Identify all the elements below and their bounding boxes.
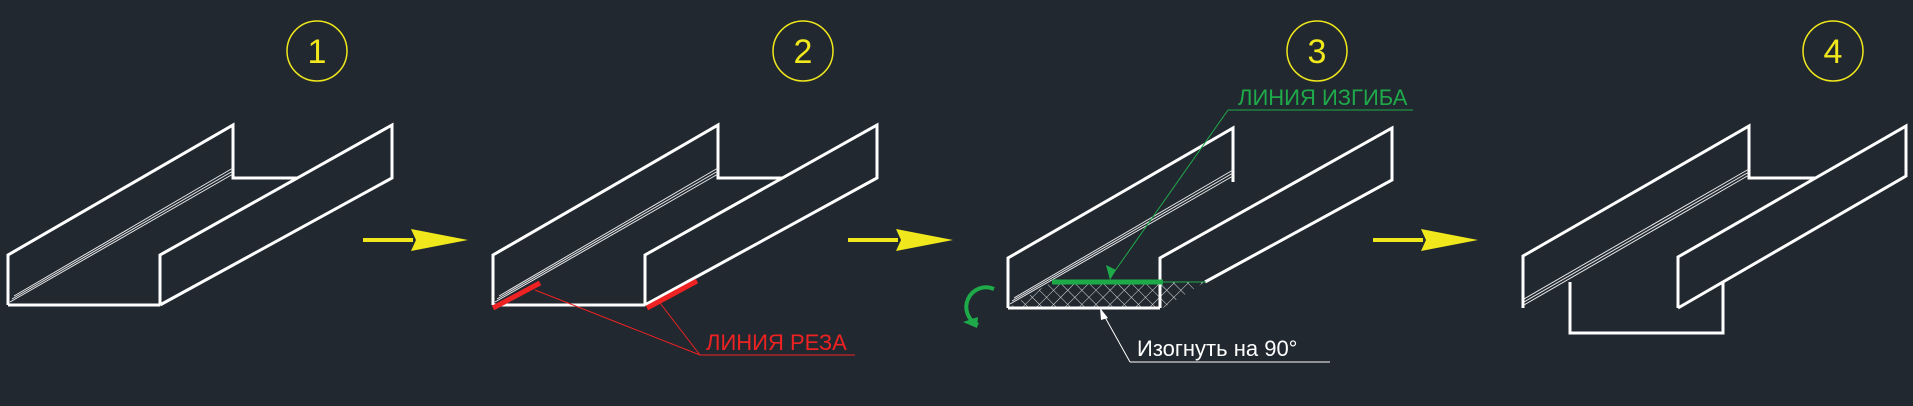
step-number: 1: [308, 33, 327, 71]
step-marker-3: 3: [1286, 20, 1348, 82]
step-marker-1: 1: [286, 20, 348, 82]
cut-line-label: ЛИНИЯ РЕЗА: [706, 330, 847, 355]
bend-instruction-label: Изогнуть на 90°: [1137, 336, 1297, 361]
step-number: 3: [1308, 33, 1327, 71]
profile-step-4: [1521, 123, 1908, 335]
profile-step-3: ЛИНИЯ ИЗГИБА Изогнуть на 90°: [963, 85, 1413, 363]
profile-step-2: ЛИНИЯ РЕЗА: [491, 123, 879, 356]
step-number: 2: [794, 33, 813, 71]
bent-tab: [1568, 282, 1725, 335]
step-marker-4: 4: [1802, 20, 1864, 82]
rotate-arrow-icon: [964, 285, 995, 327]
step-number: 4: [1824, 33, 1843, 71]
profile-step-1: [6, 123, 394, 307]
cut-line-left: [491, 280, 542, 311]
arrow-right-icon: [1371, 227, 1480, 253]
bend-line-label: ЛИНИЯ ИЗГИБА: [1238, 85, 1408, 110]
bend-hatch: [1008, 282, 1205, 308]
arrow-right-icon: [846, 227, 955, 253]
cut-line-right: [645, 278, 699, 311]
step-marker-2: 2: [772, 20, 834, 82]
arrow-right-icon: [361, 227, 470, 253]
